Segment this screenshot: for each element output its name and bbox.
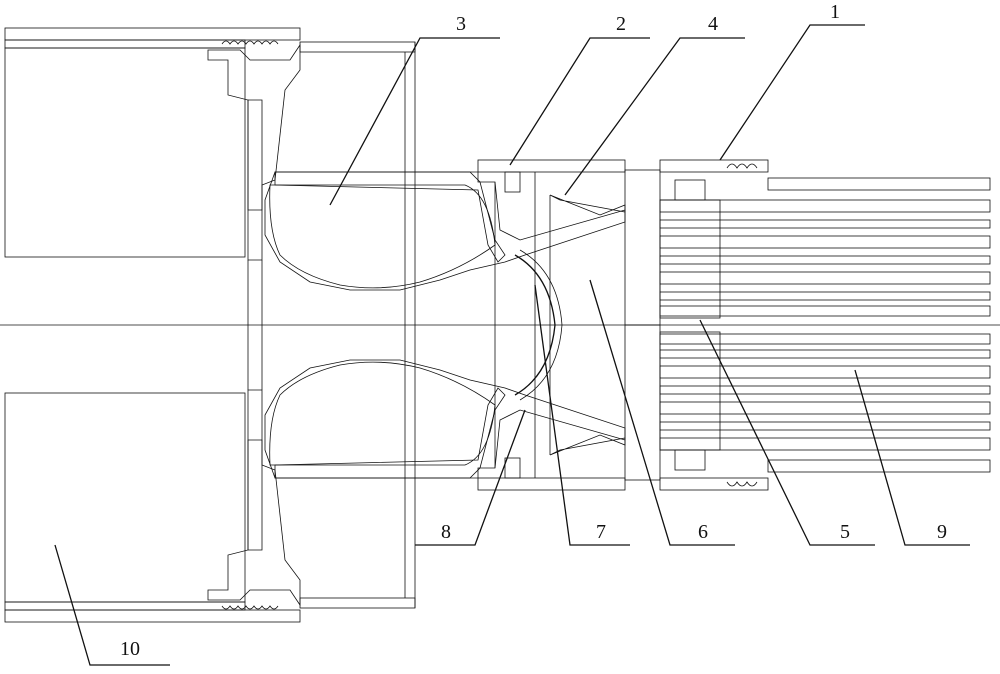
label-10: 10 [120, 638, 140, 660]
label-9: 9 [937, 521, 947, 543]
label-7: 7 [596, 521, 606, 543]
label-6: 6 [698, 521, 708, 543]
label-2: 2 [616, 13, 626, 35]
label-1: 1 [830, 1, 840, 23]
lower-half-section [5, 325, 990, 622]
label-3: 3 [456, 13, 466, 35]
label-8: 8 [441, 521, 451, 543]
leader-lines [55, 25, 970, 665]
upper-half-section [5, 28, 990, 325]
label-5: 5 [840, 521, 850, 543]
label-4: 4 [708, 13, 718, 35]
